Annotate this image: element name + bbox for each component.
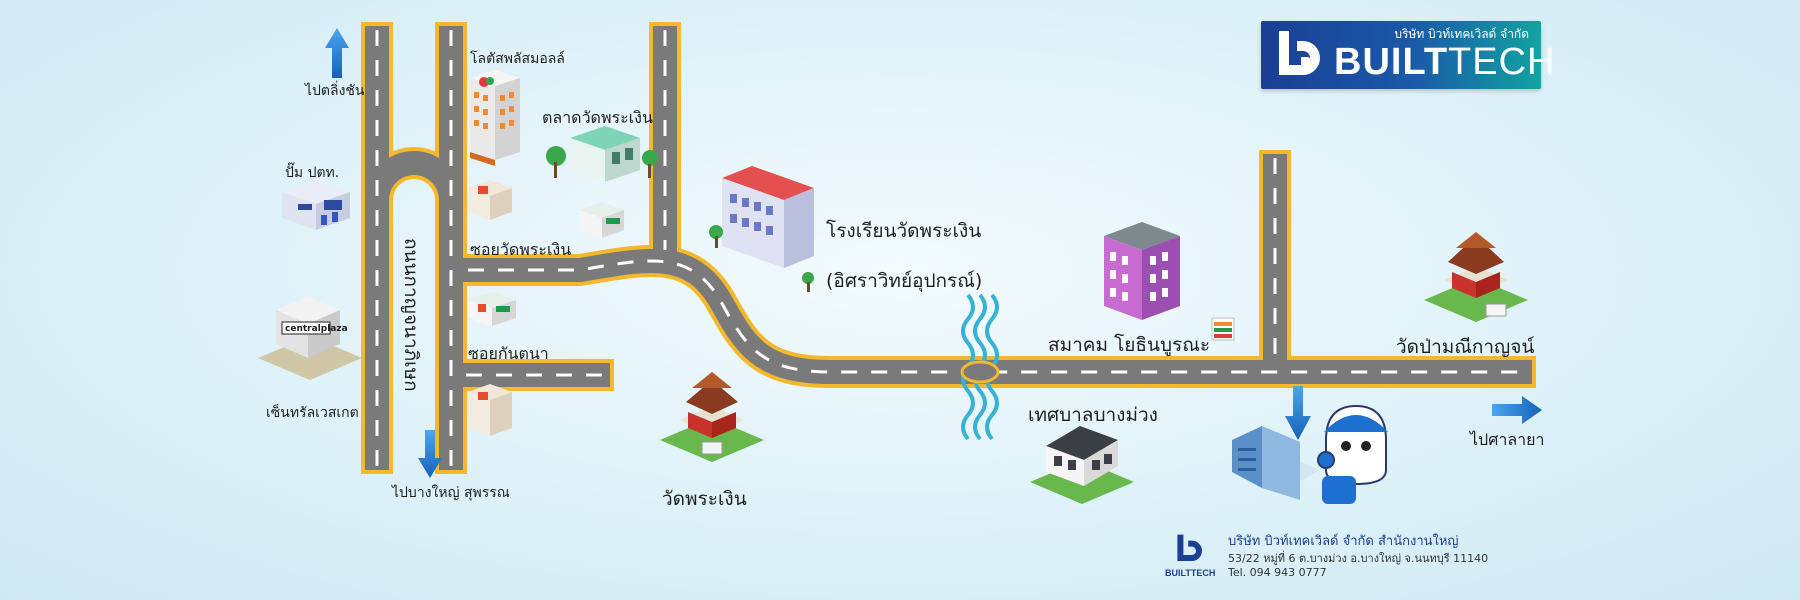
municipality-building [1030, 426, 1134, 504]
label-to-taling-chan: ไปตลิ่งชัน [305, 83, 365, 99]
destination-arrow-icon [1285, 386, 1311, 440]
association-building [1104, 222, 1180, 320]
wat-phra-ngoen-temple [660, 372, 764, 462]
logo-brand-bold: BUILT [1334, 41, 1449, 83]
lotus-mall-building [470, 70, 520, 166]
mascot-icon [1317, 404, 1388, 504]
label-school-name: โรงเรียนวัดพระเงิน [826, 220, 982, 242]
label-school-subtitle: (อิศราวิทย์อุปกรณ์) [826, 270, 983, 292]
label-wat-phra-ngoen: วัดพระเงิน [662, 488, 747, 510]
builttech-office-building [1232, 426, 1320, 500]
logo-company-name: บริษัท บิวท์เทคเวิลด์ จำกัด [1394, 27, 1529, 41]
builttech-logo: บริษัท บิวท์เทคเวิลด์ จำกัด BUILTTECH [1261, 21, 1554, 89]
label-to-sala-ya: ไปศาลายา [1470, 430, 1545, 449]
footer-company-name: บริษัท บิวท์เทคเวิลด์ จำกัด สำนักงานใหญ่ [1228, 534, 1459, 549]
logo-brand-light: TECH [1448, 41, 1556, 83]
lane-markings [375, 30, 1528, 466]
label-kanchanaphisek-road: ถนนกาญจนาภิเษก [400, 238, 422, 392]
school-building [709, 166, 814, 292]
builttech-b-logo-icon [1279, 31, 1320, 75]
shop-building-3 [468, 292, 516, 326]
label-ptt-station: ปั๊ม ปตท. [285, 165, 340, 181]
footer-brand: BUILTTECH [1165, 568, 1216, 578]
builttech-footer-logo-icon [1177, 534, 1202, 561]
shop-building-4 [468, 384, 512, 436]
wat-pa-mani-temple [1424, 232, 1528, 322]
seven-eleven-icon [1211, 317, 1235, 341]
label-to-bang-yai: ไปบางใหญ่ สุพรรณ [392, 485, 510, 501]
right-arrow-icon [1492, 396, 1542, 424]
central-westgate-building [258, 296, 362, 380]
down-arrow-icon [418, 430, 442, 478]
central-plaza-sign: centralplaza [285, 324, 348, 334]
shop-building-2 [580, 202, 624, 238]
label-lotus-mall: โลตัสพลัสมอลล์ [470, 51, 565, 67]
label-central-westgate: เซ็นทรัลเวสเกต [266, 405, 359, 421]
label-municipality: เทศบาลบางม่วง [1028, 404, 1158, 426]
up-arrow-icon [325, 28, 349, 78]
label-association: สมาคม โยธินบูรณะ [1048, 334, 1211, 356]
logo-brand-text: BUILTTECH [1334, 43, 1556, 81]
footer-phone: Tel. 094 943 0777 [1228, 566, 1327, 579]
label-wat-pa-mani: วัดป่ามณีกาญจน์ [1396, 336, 1535, 358]
shop-building-1 [468, 180, 512, 220]
label-soi-wat-phra-ngoen: ซอยวัดพระเงิน [470, 240, 572, 259]
company-contact-block: BUILTTECH บริษัท บิวท์เทคเวิลด์ จำกัด สำ… [1165, 528, 1645, 598]
label-soi-kanthana: ซอยกันตนา [468, 344, 549, 363]
footer-address: 53/22 หมู่ที่ 6 ต.บางม่วง อ.บางใหญ่ จ.นน… [1228, 552, 1489, 565]
label-wat-phra-ngoen-market: ตลาดวัดพระเงิน [542, 108, 653, 127]
market-building [546, 126, 658, 182]
ptt-station-building [282, 180, 350, 230]
